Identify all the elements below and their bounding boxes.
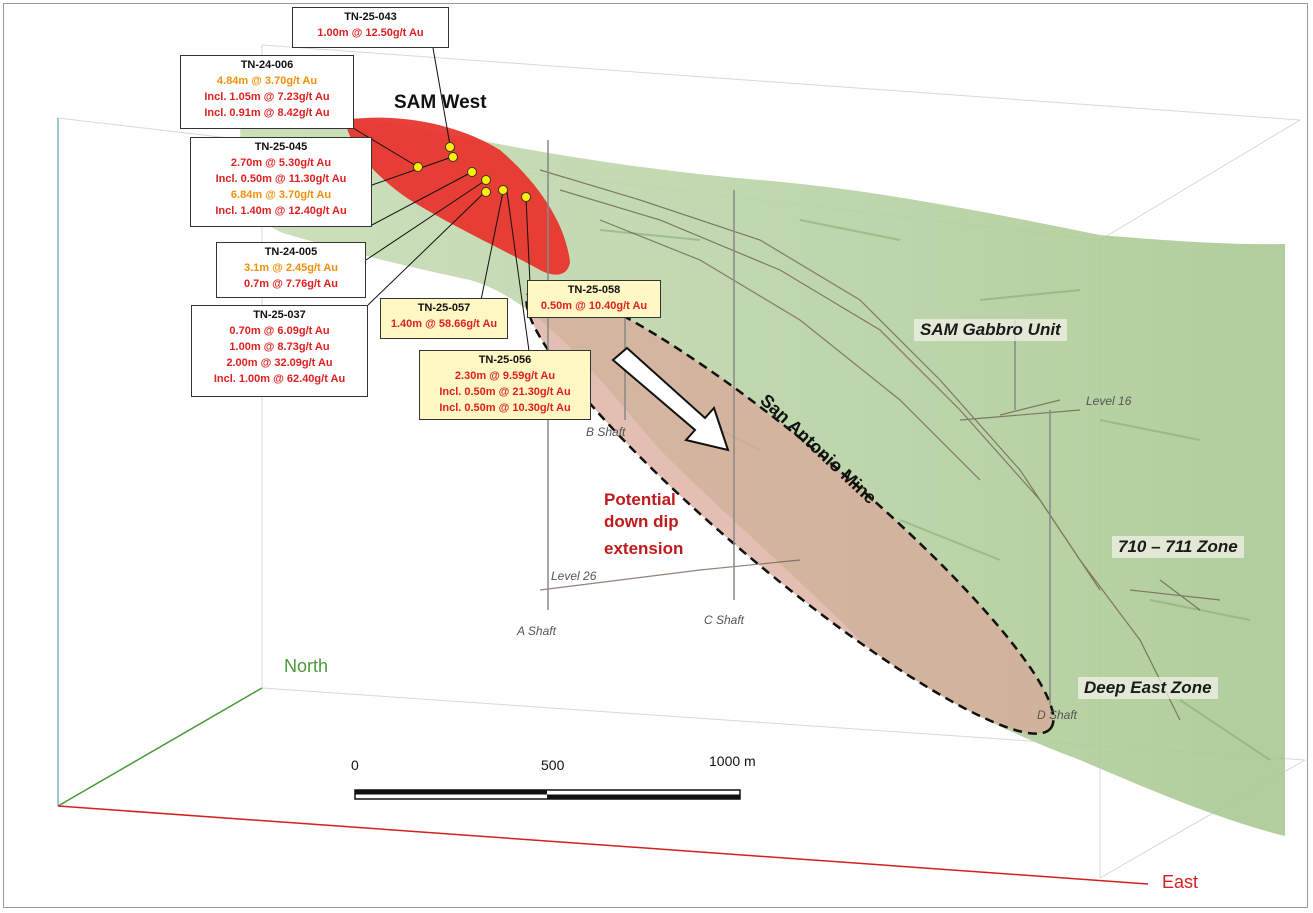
callout-tn-25-056: TN-25-056 2.30m @ 9.59g/t Au Incl. 0.50m…	[419, 350, 591, 420]
hole-id: TN-25-057	[417, 302, 471, 314]
down-dip-arrow	[611, 346, 730, 452]
north-axis-label: North	[284, 656, 329, 676]
potential-line-2: down dip	[604, 512, 679, 531]
callout-tn-25-057: TN-25-057 1.40m @ 58.66g/t Au	[380, 298, 508, 339]
intercept: Incl. 1.05m @ 7.23g/t Au	[204, 91, 330, 103]
level-16-label: Level 16	[1086, 394, 1132, 408]
drill-intercept-dots	[413, 142, 531, 202]
hole-id: TN-25-056	[478, 354, 532, 366]
intercept: Incl. 1.40m @ 12.40g/t Au	[215, 205, 347, 217]
intercept: 0.7m @ 7.76g/t Au	[243, 278, 339, 290]
callout-tn-25-058: TN-25-058 0.50m @ 10.40g/t Au	[527, 280, 661, 318]
sam-west-label: SAM West	[394, 92, 487, 113]
intercept: 4.84m @ 3.70g/t Au	[216, 75, 318, 87]
intercept: 3.1m @ 2.45g/t Au	[243, 262, 339, 274]
potential-line-3: extension	[604, 539, 684, 558]
east-axis-label: East	[1162, 872, 1199, 892]
intercept: 2.30m @ 9.59g/t Au	[454, 370, 556, 382]
scale-bar	[354, 789, 741, 800]
callout-tn-25-037: TN-25-037 0.70m @ 6.09g/t Au 1.00m @ 8.7…	[191, 305, 368, 397]
deep-east-zone-label: Deep East Zone	[1078, 677, 1218, 699]
intercept: 2.00m @ 32.09g/t Au	[226, 357, 333, 369]
intercept: 1.00m @ 12.50g/t Au	[317, 27, 424, 39]
intercept: 1.00m @ 8.73g/t Au	[229, 341, 330, 353]
leader-lines	[352, 47, 531, 359]
level-26-label: Level 26	[551, 569, 597, 583]
intercept: Incl. 0.50m @ 10.30g/t Au	[439, 402, 571, 414]
scale-tick-value: 1000	[709, 753, 741, 769]
a-shaft-label: A Shaft	[517, 624, 556, 638]
c-shaft-label: C Shaft	[704, 613, 745, 627]
east-axis	[57, 805, 1149, 885]
intercept: 0.70m @ 6.09g/t Au	[229, 325, 330, 337]
zone-710-711-label: 710 – 711 Zone	[1112, 536, 1244, 558]
hole-id: TN-25-058	[567, 284, 621, 296]
callout-tn-24-006: TN-24-006 4.84m @ 3.70g/t Au Incl. 1.05m…	[180, 55, 354, 129]
b-shaft-label: B Shaft	[586, 425, 626, 439]
scale-tick-1000: 1000 m	[709, 753, 756, 769]
sam-gabbro-label: SAM Gabbro Unit	[914, 319, 1067, 341]
intercept: 2.70m @ 5.30g/t Au	[230, 157, 332, 169]
callout-tn-24-005: TN-24-005 3.1m @ 2.45g/t Au 0.7m @ 7.76g…	[216, 242, 366, 298]
intercept: Incl. 0.91m @ 8.42g/t Au	[204, 107, 330, 119]
hole-id: TN-25-043	[344, 11, 397, 23]
scale-tick-0: 0	[351, 757, 359, 773]
hole-id: TN-24-005	[264, 246, 318, 258]
hole-id: TN-25-045	[254, 141, 308, 153]
intercept: 0.50m @ 10.40g/t Au	[540, 300, 648, 312]
callout-tn-25-043: TN-25-043 1.00m @ 12.50g/t Au	[292, 7, 449, 48]
hole-id: TN-24-006	[240, 59, 294, 71]
mine-workings	[539, 169, 1221, 721]
intercept: 6.84m @ 3.70g/t Au	[230, 189, 332, 201]
scale-tick-500: 500	[541, 757, 565, 773]
callout-tn-25-045: TN-25-045 2.70m @ 5.30g/t Au Incl. 0.50m…	[190, 137, 372, 227]
north-axis	[57, 687, 263, 807]
intercept: Incl. 1.00m @ 62.40g/t Au	[213, 373, 346, 385]
hole-id: TN-25-037	[253, 309, 306, 321]
intercept: Incl. 0.50m @ 21.30g/t Au	[439, 386, 571, 398]
intercept: Incl. 0.50m @ 11.30g/t Au	[215, 173, 347, 185]
scale-unit: m	[744, 753, 756, 769]
potential-line-1: Potential	[604, 490, 676, 509]
d-shaft-label: D Shaft	[1037, 708, 1078, 722]
intercept: 1.40m @ 58.66g/t Au	[390, 318, 498, 330]
